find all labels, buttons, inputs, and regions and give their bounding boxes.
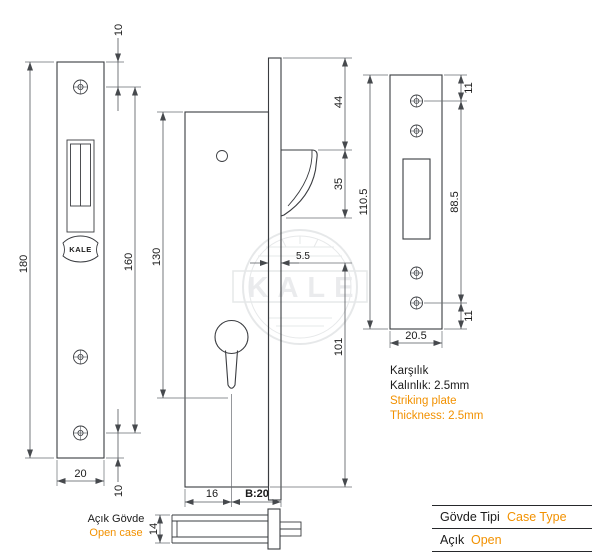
watermark-decor-lines bbox=[258, 246, 342, 257]
caption-thickness-tr: Kalınlık: 2.5mm bbox=[390, 380, 469, 392]
dim-open-case-height: 14 bbox=[148, 514, 170, 544]
caption-title-en: Striking plate bbox=[390, 395, 456, 407]
dim-label-hole-span: 88.5 bbox=[449, 191, 461, 212]
open-case-label-tr: Açık Gövde bbox=[88, 513, 145, 525]
open-case-section-drawing bbox=[171, 508, 302, 550]
dim-label: 35 bbox=[333, 178, 345, 190]
caption-thickness-en: Thickness: 2.5mm bbox=[390, 410, 483, 422]
case-outline bbox=[184, 111, 270, 488]
latch-opening bbox=[66, 139, 95, 233]
strike-plate-outline bbox=[389, 74, 443, 330]
screw-hole-middle bbox=[73, 349, 88, 365]
watermark-inner-ring bbox=[248, 235, 352, 339]
case-side-view: 130 44 35 5.5 101 bbox=[151, 57, 352, 507]
strike-plate-caption: Karşılık Kalınlık: 2.5mm Striking plate … bbox=[390, 365, 483, 422]
dim-top-to-hook: 44 bbox=[283, 57, 352, 151]
open-case-view: Açık Gövde Open case 14 bbox=[88, 508, 302, 550]
spec-table: Gövde Tipi Case Type Açık Open bbox=[432, 504, 592, 553]
dim-label: 101 bbox=[333, 338, 345, 356]
dim-faceplate-width: 20 bbox=[56, 460, 105, 486]
kale-stamp: KALE bbox=[62, 235, 99, 263]
dim-faceplate-height: 180 bbox=[18, 61, 54, 459]
dim-label: 180 bbox=[18, 255, 30, 273]
dim-bottom-hole-offset: 10 bbox=[106, 409, 141, 497]
dim-lower-span: 101 bbox=[270, 263, 352, 488]
open-case-label-en: Open case bbox=[89, 527, 142, 539]
dim-label: 20.5 bbox=[405, 330, 426, 342]
strike-plate-view: 110.5 11 88.5 11 20.5 Karşılık Kalınlık:… bbox=[358, 74, 483, 422]
dim-label: 5.5 bbox=[296, 251, 310, 262]
dim-label-backset: B:20 bbox=[245, 488, 269, 500]
dim-label: 10 bbox=[113, 24, 125, 36]
dim-top-hole-offset: 10 bbox=[106, 24, 141, 111]
fixing-hole bbox=[216, 150, 228, 162]
section-faceplate-edge bbox=[267, 508, 281, 550]
strike-screw-hole-4 bbox=[410, 296, 423, 310]
dim-strike-width: 20.5 bbox=[389, 330, 443, 348]
euro-cylinder-hole bbox=[214, 319, 249, 389]
watermark-rays bbox=[268, 236, 332, 327]
dim-label: 160 bbox=[123, 253, 135, 271]
dim-label: 14 bbox=[148, 523, 160, 535]
dim-label: 10 bbox=[113, 485, 125, 497]
strike-screw-hole-3 bbox=[410, 266, 423, 280]
watermark-outer-ring bbox=[242, 229, 358, 345]
dim-label: 110.5 bbox=[358, 189, 370, 216]
caption-title-tr: Karşılık bbox=[390, 365, 429, 377]
dim-case-width-backset: 16 B:20 bbox=[184, 394, 282, 507]
dim-hook-height: 35 bbox=[286, 150, 352, 219]
faceplate-front-view: KALE 180 10 160 bbox=[18, 24, 141, 497]
dim-label-case-width: 16 bbox=[206, 488, 218, 500]
dim-label: 130 bbox=[151, 248, 163, 266]
hook-bolt bbox=[280, 149, 318, 217]
screw-hole-top bbox=[73, 79, 88, 95]
dim-case-height: 130 bbox=[151, 111, 228, 399]
table-row2-label-tr: Açık bbox=[440, 533, 465, 547]
table-row1-label-en: Case Type bbox=[507, 510, 567, 524]
strike-screw-hole-1 bbox=[410, 94, 423, 108]
strike-screw-hole-2 bbox=[410, 124, 423, 138]
stamp-text: KALE bbox=[69, 245, 91, 254]
dim-label: 20 bbox=[74, 468, 86, 480]
kale-watermark: KALE bbox=[232, 229, 368, 345]
watermark-text: KALE bbox=[248, 272, 363, 304]
dim-label: 44 bbox=[333, 96, 345, 108]
dim-label-top-offset: 11 bbox=[463, 82, 475, 93]
dim-strike-right-side: 11 88.5 11 bbox=[424, 74, 475, 330]
dim-hole-span: 160 bbox=[123, 87, 138, 433]
dim-faceplate-offset: 5.5 bbox=[250, 251, 352, 266]
screw-hole-bottom bbox=[73, 425, 88, 441]
strike-cutout bbox=[402, 158, 431, 240]
faceplate-outline bbox=[56, 61, 105, 459]
dim-label-bottom-offset: 11 bbox=[463, 310, 475, 321]
dim-strike-height: 110.5 bbox=[358, 74, 388, 330]
table-row1-label-tr: Gövde Tipi bbox=[440, 510, 500, 524]
table-row2-label-en: Open bbox=[471, 533, 502, 547]
